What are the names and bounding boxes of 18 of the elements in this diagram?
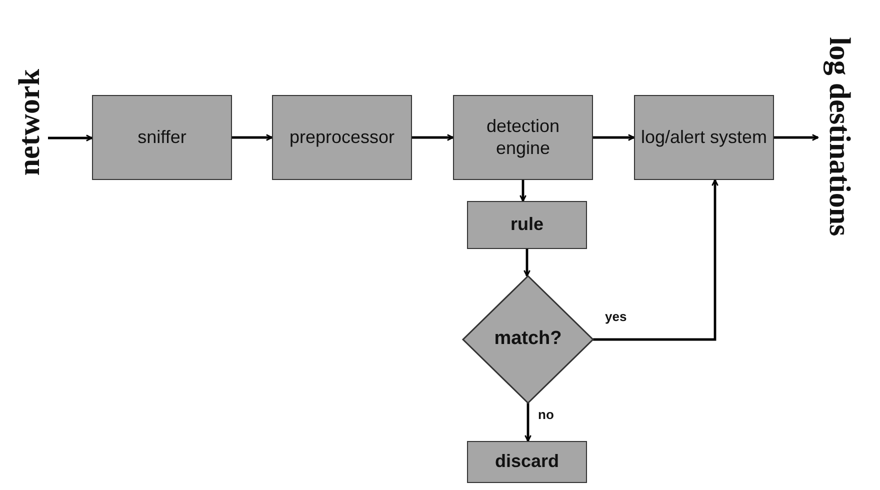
arrow bbox=[520, 180, 526, 202]
vertical-label: network bbox=[15, 69, 45, 176]
arrow bbox=[593, 179, 718, 341]
process-box: rule bbox=[467, 201, 587, 249]
arrow bbox=[232, 134, 273, 141]
decision-diamond: match? bbox=[463, 276, 593, 403]
arrow bbox=[774, 134, 819, 141]
process-box: discard bbox=[467, 441, 587, 483]
arrow bbox=[524, 403, 532, 442]
arrow bbox=[412, 134, 454, 141]
process-box: sniffer bbox=[92, 95, 232, 180]
arrow bbox=[524, 249, 530, 277]
process-box: detection engine bbox=[453, 95, 593, 180]
arrow bbox=[593, 134, 635, 141]
process-box: preprocessor bbox=[272, 95, 412, 180]
vertical-label: log destinations bbox=[824, 37, 854, 237]
process-box: log/alert system bbox=[634, 95, 774, 180]
arrow bbox=[48, 134, 93, 142]
